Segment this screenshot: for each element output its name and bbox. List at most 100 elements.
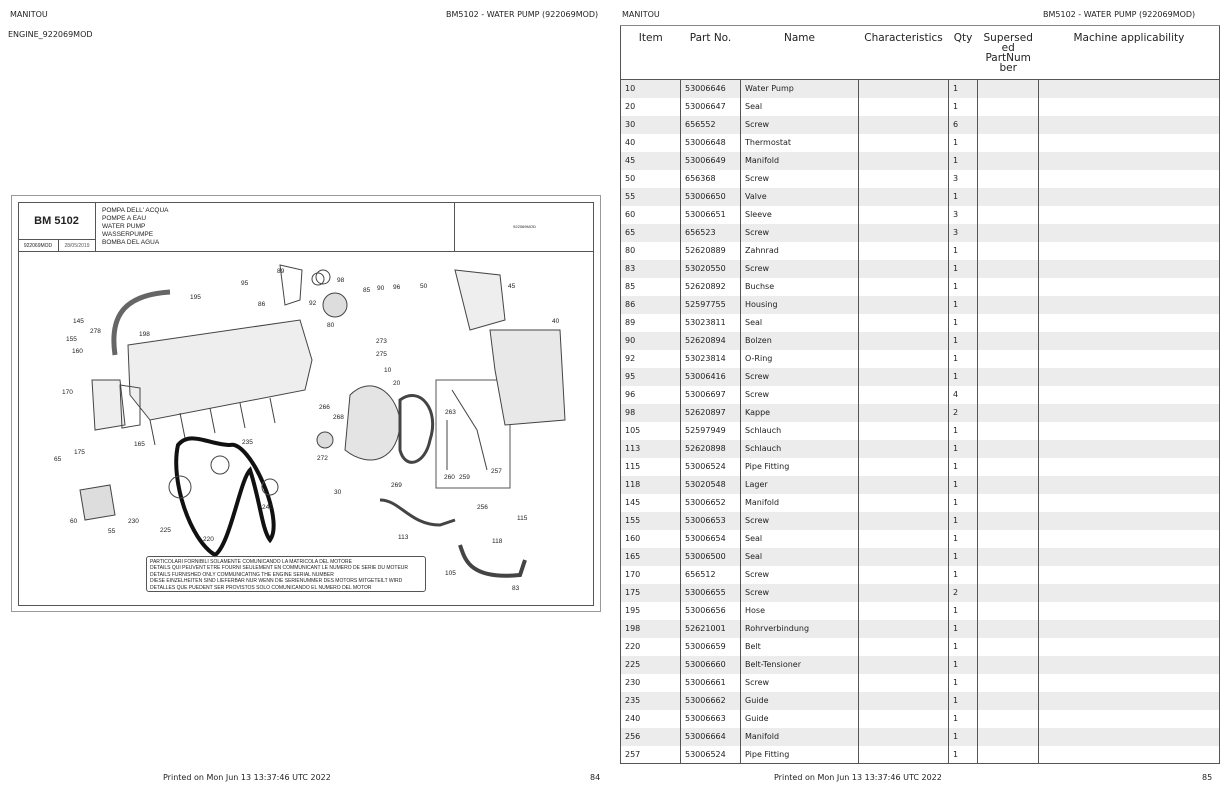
callout-label: 263 <box>445 409 456 416</box>
name-cell: Seal <box>740 547 859 566</box>
item-cell: 155 <box>620 511 681 530</box>
part-no-cell: 53006524 <box>680 745 741 764</box>
callout-label: 10 <box>384 367 392 374</box>
superseded-cell <box>976 673 1040 692</box>
name-cell: Housing <box>740 295 859 314</box>
qty-cell: 1 <box>948 295 978 314</box>
callout-label: 118 <box>492 538 503 545</box>
callout-label: 268 <box>333 414 344 421</box>
col-part-no: Part No. <box>680 25 741 80</box>
pipe-113 <box>379 498 456 527</box>
part-no-cell: 53006659 <box>680 637 741 656</box>
callout-label: 257 <box>491 468 502 475</box>
callout-label: 278 <box>90 328 101 335</box>
part-no-cell: 53006650 <box>680 187 741 206</box>
characteristics-cell <box>858 403 949 422</box>
part-no-cell: 53006500 <box>680 547 741 566</box>
name-cell: Screw <box>740 511 859 530</box>
characteristics-cell <box>858 727 949 746</box>
machine-applicability-cell <box>1038 655 1220 674</box>
item-cell: 96 <box>620 385 681 404</box>
machine-applicability-cell <box>1038 727 1220 746</box>
part-no-cell: 53006651 <box>680 205 741 224</box>
part-no-cell: 53006524 <box>680 457 741 476</box>
callout-label: 45 <box>508 283 516 290</box>
machine-applicability-cell <box>1038 133 1220 152</box>
characteristics-cell <box>858 691 949 710</box>
characteristics-cell <box>858 421 949 440</box>
qty-cell: 1 <box>948 637 978 656</box>
item-cell: 98 <box>620 403 681 422</box>
qty-cell: 6 <box>948 115 978 134</box>
qty-cell: 1 <box>948 475 978 494</box>
name-cell: Seal <box>740 97 859 116</box>
callout-label: 90 <box>377 285 385 292</box>
note-line: DIESE EINZELHEITEN SIND LIEFERBAR NUR WE… <box>150 578 403 585</box>
item-cell: 45 <box>620 151 681 170</box>
name-cell: Seal <box>740 529 859 548</box>
characteristics-cell <box>858 79 949 98</box>
callout-label: 170 <box>62 389 73 396</box>
machine-applicability-cell <box>1038 439 1220 458</box>
item-cell: 105 <box>620 421 681 440</box>
characteristics-cell <box>858 673 949 692</box>
machine-applicability-cell <box>1038 421 1220 440</box>
part-no-cell: 656523 <box>680 223 741 242</box>
col-characteristics: Characteristics <box>858 25 949 80</box>
name-cell: Buchse <box>740 277 859 296</box>
qty-cell: 1 <box>948 457 978 476</box>
name-cell: Bolzen <box>740 331 859 350</box>
callout-label: 105 <box>445 570 456 577</box>
qty-cell: 1 <box>948 241 978 260</box>
part-no-cell: 656368 <box>680 169 741 188</box>
characteristics-cell <box>858 151 949 170</box>
part-no-cell: 53020548 <box>680 475 741 494</box>
page-title-left: BM5102 - WATER PUMP (922069MOD) <box>446 10 599 19</box>
qty-cell: 3 <box>948 169 978 188</box>
characteristics-cell <box>858 313 949 332</box>
name-cell: Seal <box>740 313 859 332</box>
characteristics-cell <box>858 637 949 656</box>
qty-cell: 4 <box>948 385 978 404</box>
superseded-cell <box>976 619 1040 638</box>
qty-cell: 1 <box>948 151 978 170</box>
item-cell: 235 <box>620 691 681 710</box>
gear-80 <box>322 292 348 318</box>
machine-applicability-cell <box>1038 277 1220 296</box>
name-cell: Screw <box>740 115 859 134</box>
qty-cell: 1 <box>948 331 978 350</box>
part-no-cell: 53006653 <box>680 511 741 530</box>
machine-applicability-cell <box>1038 583 1220 602</box>
characteristics-cell <box>858 259 949 278</box>
characteristics-cell <box>858 367 949 386</box>
callout-label: 20 <box>393 380 401 387</box>
machine-applicability-cell <box>1038 385 1220 404</box>
qty-cell: 1 <box>948 97 978 116</box>
characteristics-cell <box>858 529 949 548</box>
machine-applicability-cell <box>1038 151 1220 170</box>
machine-applicability-cell <box>1038 313 1220 332</box>
engine-serial-note: PARTICOLARI FORNIBILI SOLAMENTE COMUNICA… <box>146 556 426 592</box>
callout-label: 80 <box>327 322 335 329</box>
callout-label: 60 <box>70 518 78 525</box>
machine-applicability-cell <box>1038 79 1220 98</box>
superseded-cell <box>976 385 1040 404</box>
machine-applicability-cell <box>1038 223 1220 242</box>
name-cell: Screw <box>740 169 859 188</box>
note-line: DETAILS FURNISHED ONLY COMMUNICATING THE… <box>150 571 334 578</box>
characteristics-cell <box>858 619 949 638</box>
superseded-cell <box>976 133 1040 152</box>
machine-applicability-cell <box>1038 637 1220 656</box>
name-cell: Zahnrad <box>740 241 859 260</box>
characteristics-cell <box>858 655 949 674</box>
item-cell: 113 <box>620 439 681 458</box>
col-name: Name <box>740 25 859 80</box>
part-no-cell: 656512 <box>680 565 741 584</box>
part-no-cell: 52621001 <box>680 619 741 638</box>
name-es: BOMBA DEL AGUA <box>102 239 160 246</box>
item-cell: 50 <box>620 169 681 188</box>
